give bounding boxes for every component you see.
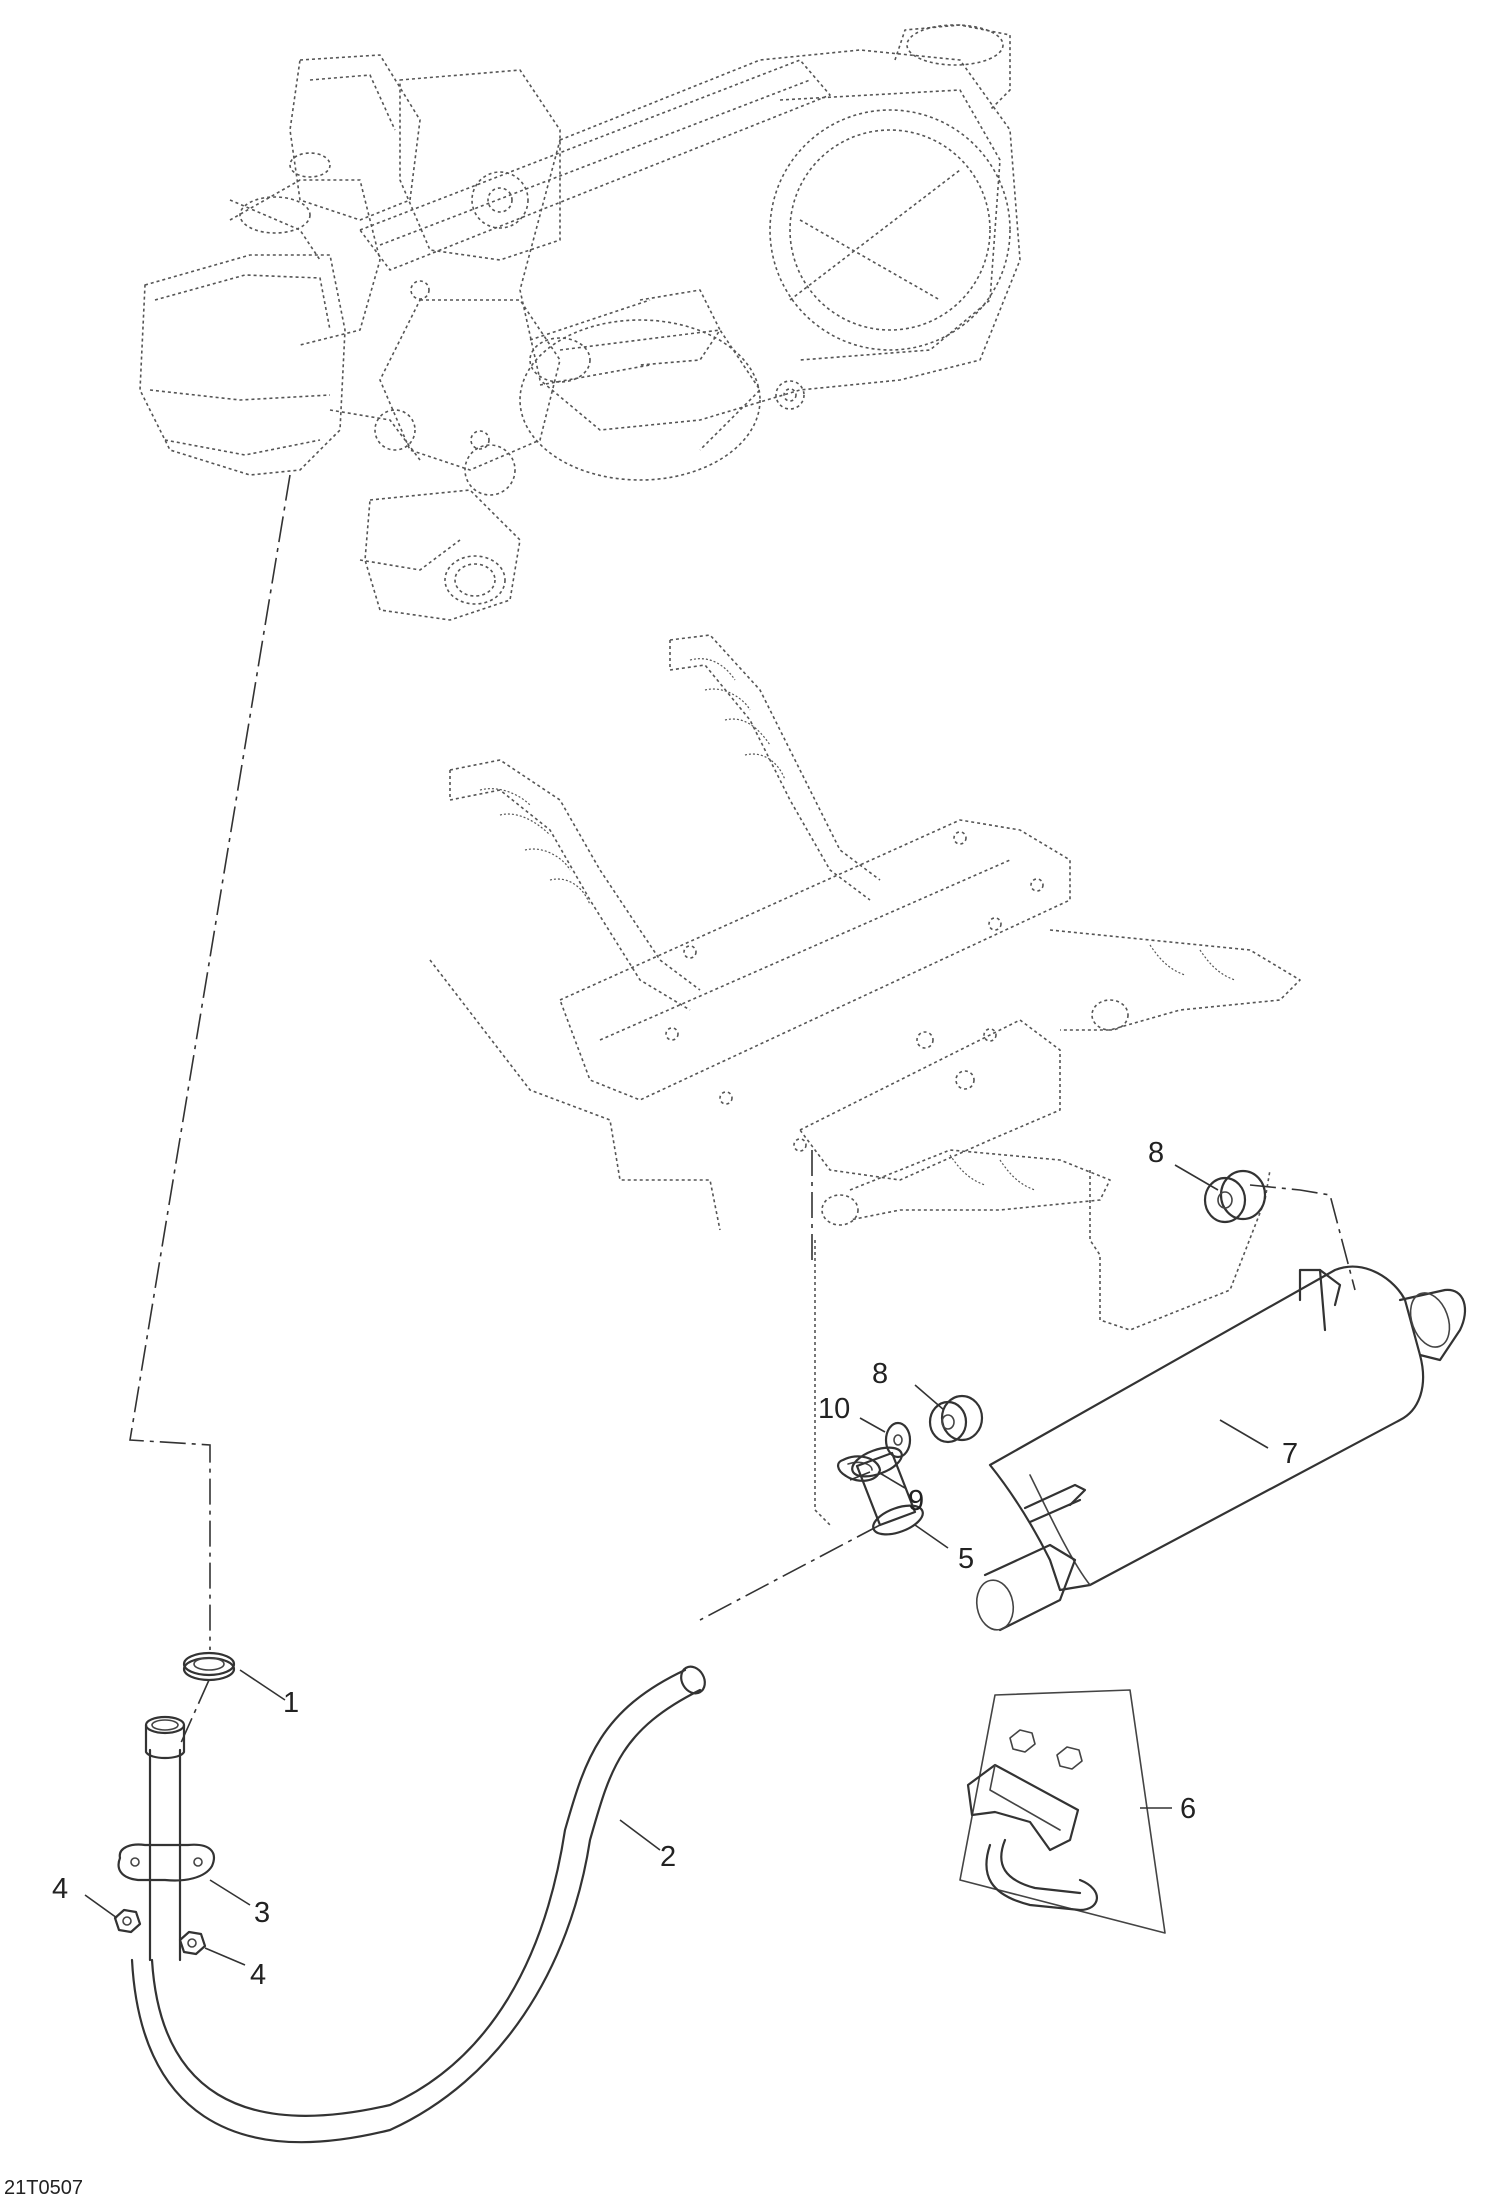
callout-9: 9 — [908, 1485, 924, 1517]
gasket — [182, 1651, 236, 1682]
callout-3: 3 — [254, 1897, 270, 1929]
callout-labels: 1 2 3 4 4 5 6 7 8 8 9 10 — [52, 1137, 1298, 1991]
callout-7: 7 — [1282, 1438, 1298, 1470]
callout-10: 10 — [818, 1393, 850, 1425]
callout-1: 1 — [283, 1687, 299, 1719]
callout-2: 2 — [660, 1841, 676, 1873]
frame-section-ghost — [429, 634, 1301, 1526]
callout-8b: 8 — [872, 1358, 888, 1390]
assembly-centerlines — [129, 474, 1356, 1746]
clamp-kit — [959, 1689, 1166, 1934]
exhaust-pipe — [117, 1665, 706, 2144]
washer — [884, 1421, 912, 1459]
muffler — [975, 1265, 1467, 1632]
callout-4a: 4 — [52, 1873, 68, 1905]
callout-5: 5 — [958, 1543, 974, 1575]
flange-nut-right — [178, 1930, 207, 1956]
leader-lines — [84, 1164, 1269, 1966]
callout-8a: 8 — [1148, 1137, 1164, 1169]
flange-nut-left — [113, 1908, 142, 1934]
engine-assembly-ghost — [139, 24, 1021, 621]
callout-4b: 4 — [250, 1959, 266, 1991]
drawing-reference-code: 21T0507 — [4, 2177, 83, 2199]
callout-6: 6 — [1180, 1793, 1196, 1825]
grommet-upper — [1203, 1169, 1267, 1224]
grommet-lower — [928, 1394, 984, 1444]
